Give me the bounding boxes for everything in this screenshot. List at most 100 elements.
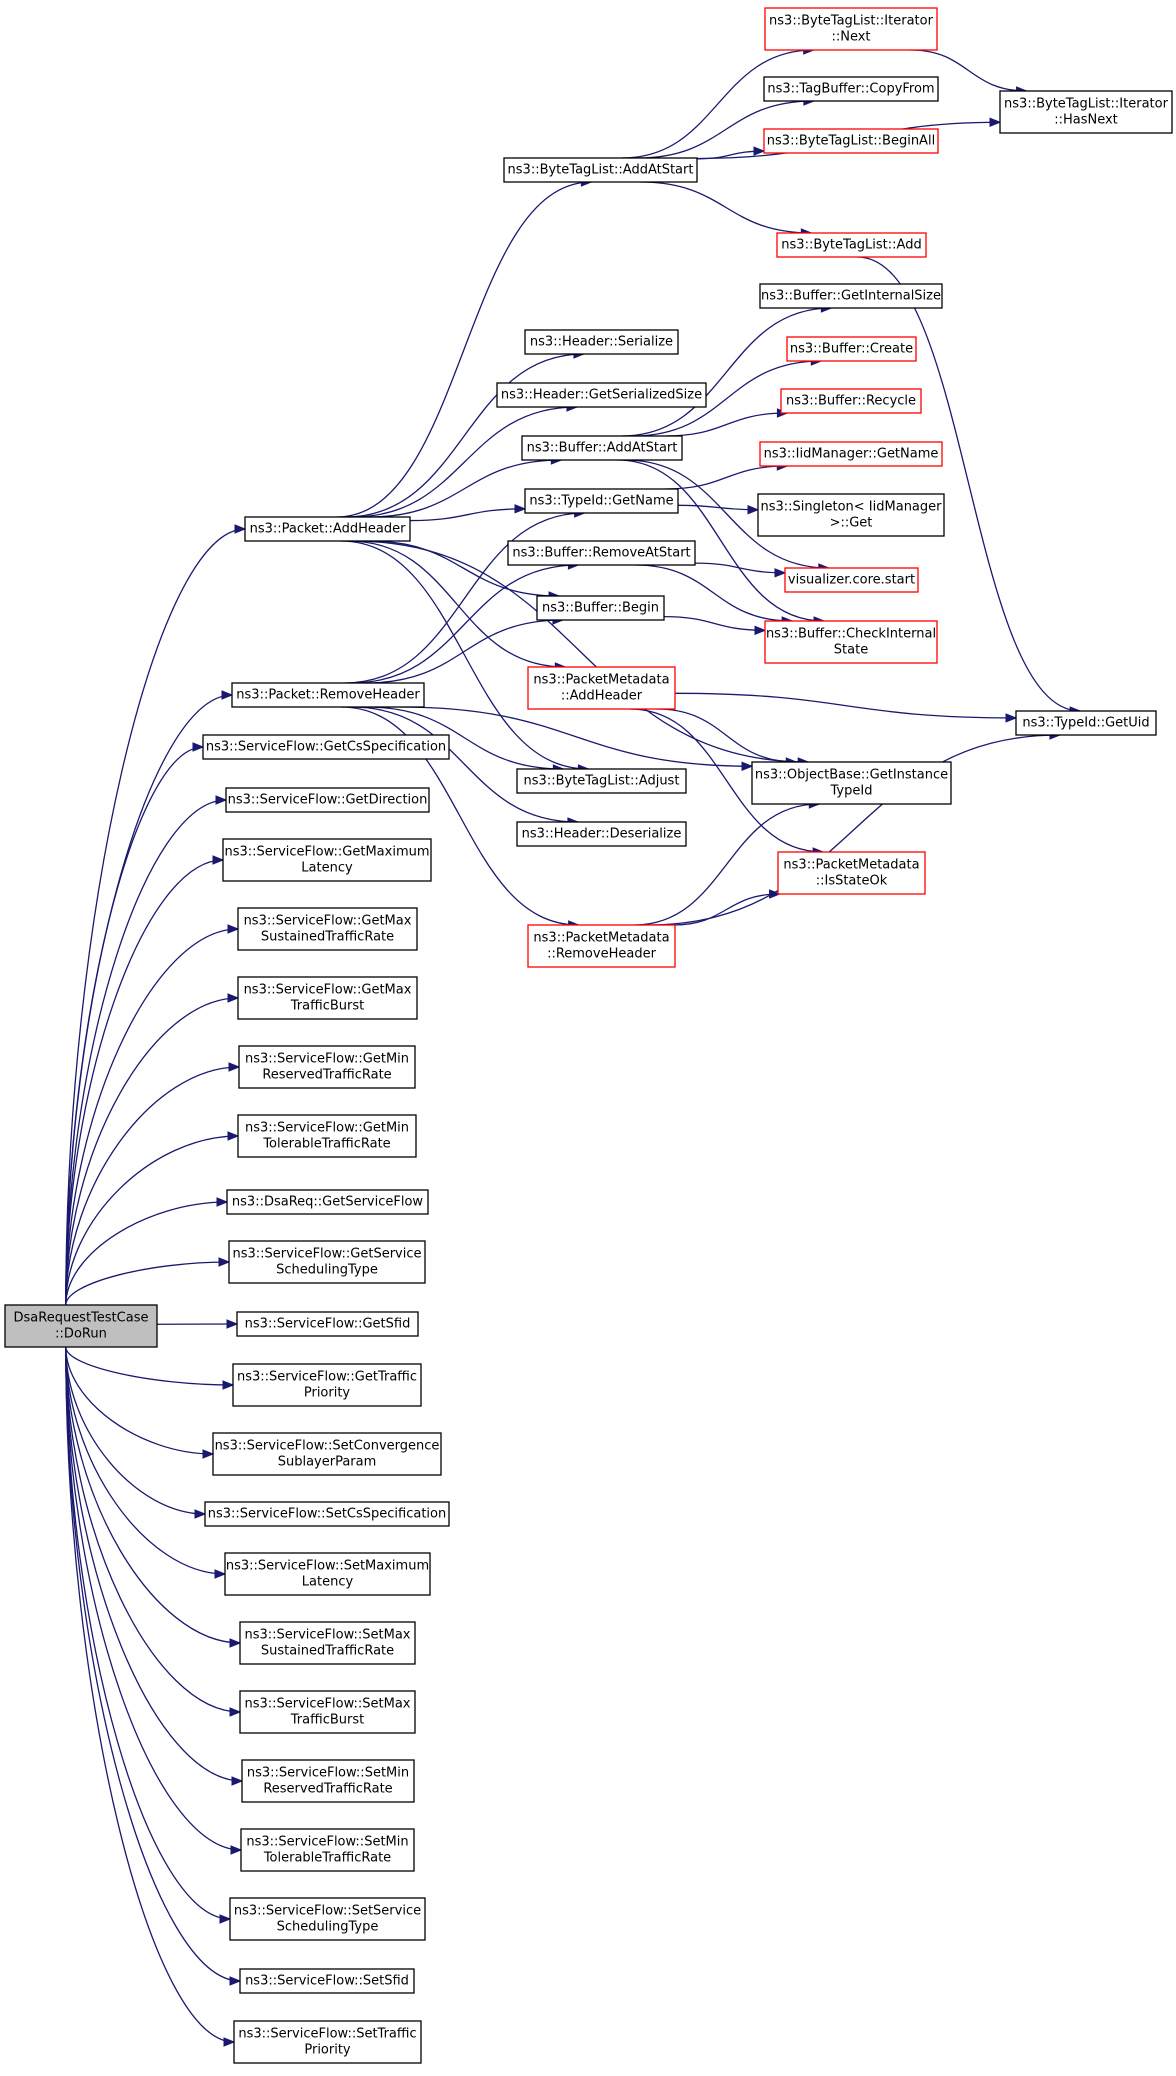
- node-label: SustainedTrafficRate: [261, 1644, 394, 1659]
- node-setSchedType[interactable]: ns3::ServiceFlow::SetServiceSchedulingTy…: [229, 1897, 426, 1941]
- node-box: [496, 382, 707, 408]
- node-bufAddAtStart[interactable]: ns3::Buffer::AddAtStart: [521, 435, 683, 461]
- node-btlAddAtStart[interactable]: ns3::ByteTagList::AddAtStart: [503, 157, 698, 183]
- node-getMaxSustained[interactable]: ns3::ServiceFlow::GetMaxSustainedTraffic…: [237, 907, 418, 951]
- arrowhead: [989, 117, 1002, 128]
- node-iidGetName[interactable]: ns3::IidManager::GetName: [759, 441, 943, 467]
- node-box: [776, 232, 927, 258]
- node-hdrGetSerSize[interactable]: ns3::Header::GetSerializedSize: [496, 382, 707, 408]
- node-getSchedType[interactable]: ns3::ServiceFlow::GetServiceSchedulingTy…: [228, 1240, 426, 1284]
- arrowhead: [194, 1509, 207, 1519]
- edge-root-to-getMaxBurst: [65, 993, 240, 1306]
- node-box: [237, 976, 418, 1020]
- node-setMaxSustained[interactable]: ns3::ServiceFlow::SetMaxSustainedTraffic…: [239, 1621, 416, 1665]
- node-label: ns3::IidManager::GetName: [764, 447, 939, 462]
- node-box: [757, 493, 945, 537]
- node-label: ReservedTrafficRate: [262, 1068, 391, 1083]
- node-box: [244, 516, 411, 542]
- node-getSfid[interactable]: ns3::ServiceFlow::GetSfid: [236, 1311, 419, 1337]
- node-label: ns3::ServiceFlow::SetTraffic: [238, 2027, 416, 2042]
- node-setConvergence[interactable]: ns3::ServiceFlow::SetConvergenceSublayer…: [212, 1432, 442, 1476]
- node-pmAddHeader[interactable]: ns3::PacketMetadata::AddHeader: [527, 666, 676, 710]
- node-bufBegin[interactable]: ns3::Buffer::Begin: [536, 595, 665, 621]
- node-label: DsaRequestTestCase: [14, 1311, 149, 1326]
- node-hdrSerialize[interactable]: ns3::Header::Serialize: [524, 329, 679, 355]
- arrowhead: [215, 795, 228, 805]
- node-addHeader[interactable]: ns3::Packet::AddHeader: [244, 516, 411, 542]
- node-typeIdGetUid[interactable]: ns3::TypeId::GetUid: [1015, 710, 1157, 736]
- edge-removeHeader-to-objGetInstance: [399, 706, 754, 772]
- edge-root-to-dsaGetServiceFlow: [65, 1197, 229, 1306]
- node-setMinTolerable[interactable]: ns3::ServiceFlow::SetMinTolerableTraffic…: [240, 1828, 415, 1872]
- arrowhead: [514, 504, 527, 514]
- node-label: ns3::PacketMetadata: [533, 931, 669, 946]
- node-bufCreate[interactable]: ns3::Buffer::Create: [786, 336, 917, 362]
- edge-root-to-getTrafficPriority: [65, 1346, 235, 1390]
- node-label: ns3::ServiceFlow::SetConvergence: [215, 1439, 440, 1454]
- node-singletonGet[interactable]: ns3::Singleton< IidManager>::Get: [757, 493, 945, 537]
- node-label: ns3::ServiceFlow::GetMax: [244, 914, 412, 929]
- node-box: [238, 1045, 416, 1089]
- node-setMinReserved[interactable]: ns3::ServiceFlow::SetMinReservedTrafficR…: [241, 1759, 415, 1803]
- edge-root-to-addHeader: [65, 524, 247, 1306]
- node-box: [239, 1690, 416, 1734]
- node-label: TrafficBurst: [290, 1713, 364, 1728]
- node-bufRemoveAtStart[interactable]: ns3::Buffer::RemoveAtStart: [507, 540, 696, 566]
- node-typeIdGetName[interactable]: ns3::TypeId::GetName: [524, 488, 679, 514]
- arrowhead: [1005, 713, 1018, 723]
- node-getMinReserved[interactable]: ns3::ServiceFlow::GetMinReservedTrafficR…: [238, 1045, 416, 1089]
- node-label: ns3::ByteTagList::AddAtStart: [508, 163, 694, 178]
- node-getMinTolerable[interactable]: ns3::ServiceFlow::GetMinTolerableTraffic…: [237, 1114, 417, 1158]
- edge-root-to-getMaxSustained: [65, 924, 240, 1306]
- edge-root-to-setMaxSustained: [65, 1346, 242, 1648]
- nodes-layer: DsaRequestTestCase::DoRunns3::Packet::Ad…: [4, 7, 1173, 2064]
- node-btlAdd[interactable]: ns3::ByteTagList::Add: [776, 232, 927, 258]
- node-tagBufCopyFrom[interactable]: ns3::TagBuffer::CopyFrom: [763, 76, 939, 102]
- node-hdrDeserialize[interactable]: ns3::Header::Deserialize: [516, 821, 687, 847]
- arrowhead: [227, 924, 240, 934]
- node-box: [527, 666, 676, 710]
- node-label: SustainedTrafficRate: [261, 930, 394, 945]
- node-label: ns3::ObjectBase::GetInstance: [755, 768, 948, 783]
- node-box: [764, 620, 938, 664]
- arrowhead: [214, 1569, 227, 1579]
- node-label: SublayerParam: [278, 1455, 377, 1470]
- node-label: Latency: [301, 861, 353, 876]
- node-getDirection[interactable]: ns3::ServiceFlow::GetDirection: [225, 787, 430, 813]
- node-bufRecycle[interactable]: ns3::Buffer::Recycle: [780, 388, 922, 414]
- node-btlIterHasNext[interactable]: ns3::ByteTagList::Iterator::HasNext: [999, 90, 1173, 134]
- node-box: [764, 7, 938, 51]
- node-vizStart[interactable]: visualizer.core.start: [784, 567, 919, 593]
- node-label: ns3::ServiceFlow::GetCsSpecification: [206, 740, 446, 755]
- node-dsaGetServiceFlow[interactable]: ns3::DsaReq::GetServiceFlow: [226, 1189, 429, 1215]
- node-box: [222, 838, 432, 882]
- node-setSfid[interactable]: ns3::ServiceFlow::SetSfid: [239, 1968, 415, 1994]
- node-box: [228, 1240, 426, 1284]
- edge-btlAddAtStart-to-btlBeginAll: [696, 146, 766, 160]
- arrowhead: [226, 1319, 239, 1329]
- node-pmRemoveHeader[interactable]: ns3::PacketMetadata::RemoveHeader: [527, 924, 676, 968]
- node-box: [212, 1432, 442, 1476]
- node-setCsSpec[interactable]: ns3::ServiceFlow::SetCsSpecification: [204, 1501, 450, 1527]
- arrowhead: [754, 625, 767, 636]
- node-label: ::IsStateOk: [816, 874, 888, 889]
- node-label: Latency: [302, 1575, 354, 1590]
- arrowhead: [231, 1776, 244, 1786]
- node-label: Priority: [304, 2043, 351, 2058]
- node-bufGetInternalSize[interactable]: ns3::Buffer::GetInternalSize: [759, 283, 943, 309]
- node-btlIterNext[interactable]: ns3::ByteTagList::Iterator::Next: [764, 7, 938, 51]
- node-getCsSpec[interactable]: ns3::ServiceFlow::GetCsSpecification: [202, 734, 450, 760]
- node-btlAdjust[interactable]: ns3::ByteTagList::Adjust: [516, 768, 687, 794]
- node-removeHeader[interactable]: ns3::Packet::RemoveHeader: [231, 682, 425, 708]
- node-pmIsStateOk[interactable]: ns3::PacketMetadata::IsStateOk: [777, 851, 926, 895]
- node-box: [507, 540, 696, 566]
- node-btlBeginAll[interactable]: ns3::ByteTagList::BeginAll: [763, 128, 939, 154]
